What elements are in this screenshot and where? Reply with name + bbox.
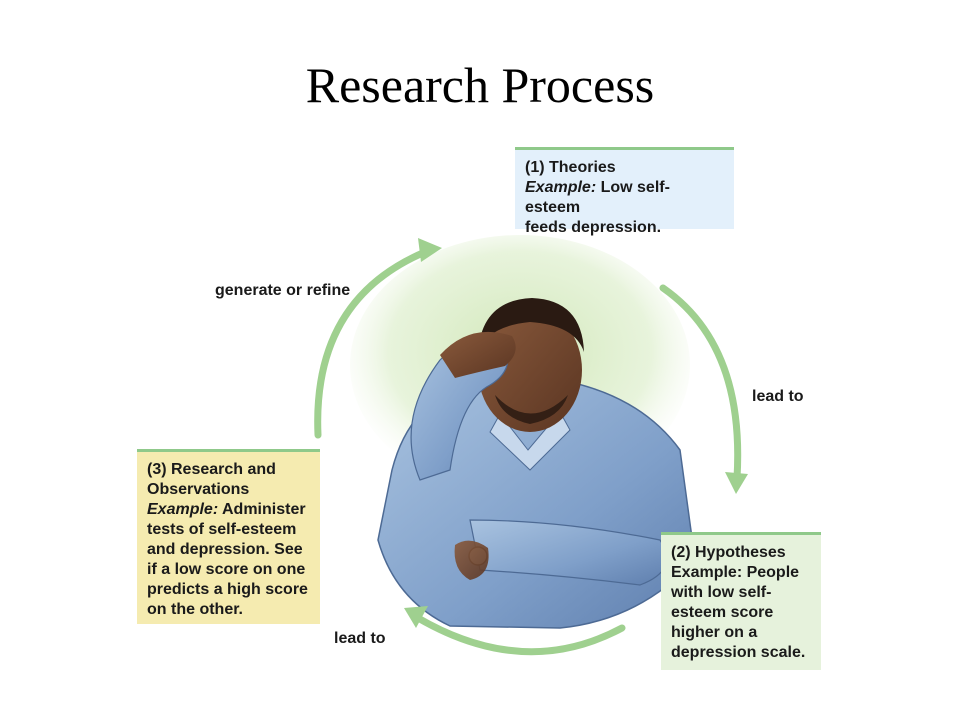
arrow-lead-to-right [659, 284, 742, 482]
theories-line-2: feeds depression. [525, 219, 662, 236]
hypotheses-line: (2) Hypotheses [671, 544, 786, 561]
arrowhead-generate [418, 238, 442, 262]
hypotheses-line: Example: People [671, 564, 800, 581]
theories-example-line: Example: Low self-esteem [525, 178, 724, 218]
cycle-arrows [314, 248, 742, 656]
research-line: if a low score on one [147, 561, 306, 578]
hypotheses-line: depression scale. [671, 644, 806, 661]
research-line: predicts a high score [147, 581, 308, 598]
research-example-line: Example: Administer [147, 500, 310, 520]
arrowhead-lead-right [725, 472, 748, 494]
research-line: on the other. [147, 601, 243, 618]
arrow-lead-to-bottom [414, 614, 626, 656]
man-hand-on-head [440, 331, 516, 378]
research-heading-1: (3) Research and [147, 461, 276, 478]
research-line: tests of self-esteem [147, 521, 297, 538]
slide-title: Research Process [305, 57, 655, 113]
theories-example-text: Low self-esteem [525, 179, 670, 216]
hypotheses-box: (2) Hypotheses Example: People with low … [661, 532, 821, 670]
hypotheses-line: with low self- [671, 584, 772, 601]
research-heading-2: Observations [147, 481, 250, 498]
theories-box: (1) Theories Example: Low self-esteem fe… [515, 147, 734, 236]
research-example-label: Example: [147, 501, 219, 518]
man-wrist-hand [454, 540, 489, 580]
research-line: and depression. See [147, 541, 303, 558]
hypotheses-line: higher on a [671, 624, 758, 641]
research-example-text: Administer [218, 501, 306, 518]
man-hair [478, 298, 584, 352]
man-beard [495, 395, 568, 424]
arrow-generate-or-refine [314, 248, 429, 439]
theories-heading: (1) Theories [525, 159, 616, 176]
generate-or-refine-label: generate or refine [215, 282, 351, 299]
depressed-man-illustration [377, 298, 696, 629]
arrow-heads [404, 238, 748, 628]
arrowhead-lead-bottom [404, 606, 428, 628]
lead-to-label-right: lead to [752, 388, 804, 405]
lead-to-label-bottom: lead to [334, 630, 386, 647]
hypotheses-line: esteem score [671, 604, 774, 621]
research-box: (3) Research and Observations Example: A… [137, 449, 320, 624]
theories-example-label: Example: [525, 179, 597, 196]
